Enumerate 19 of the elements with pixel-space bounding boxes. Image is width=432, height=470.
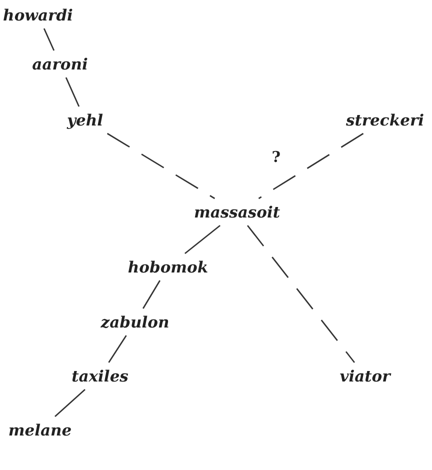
connector-line <box>54 388 86 418</box>
taxon-name: massasoit <box>190 200 284 224</box>
taxon-name: zabulon <box>98 310 172 334</box>
connector-line <box>106 132 216 200</box>
taxon-name: taxiles <box>68 364 132 388</box>
taxon-name: hobomok <box>124 256 212 278</box>
connector-line <box>142 280 160 309</box>
taxon-name: howardi <box>0 4 76 26</box>
connector-line <box>108 335 127 363</box>
connector-line <box>184 224 220 254</box>
connector-line <box>246 225 356 363</box>
taxon-name: aaroni <box>29 52 91 76</box>
taxon-name: streckeri <box>343 108 427 132</box>
connector-line <box>43 28 55 51</box>
taxon-name: melane <box>5 418 75 442</box>
connector-line <box>65 77 80 107</box>
connector-line <box>258 132 364 200</box>
taxon-name: viator <box>336 364 394 388</box>
taxon-name: yehl <box>64 108 106 132</box>
